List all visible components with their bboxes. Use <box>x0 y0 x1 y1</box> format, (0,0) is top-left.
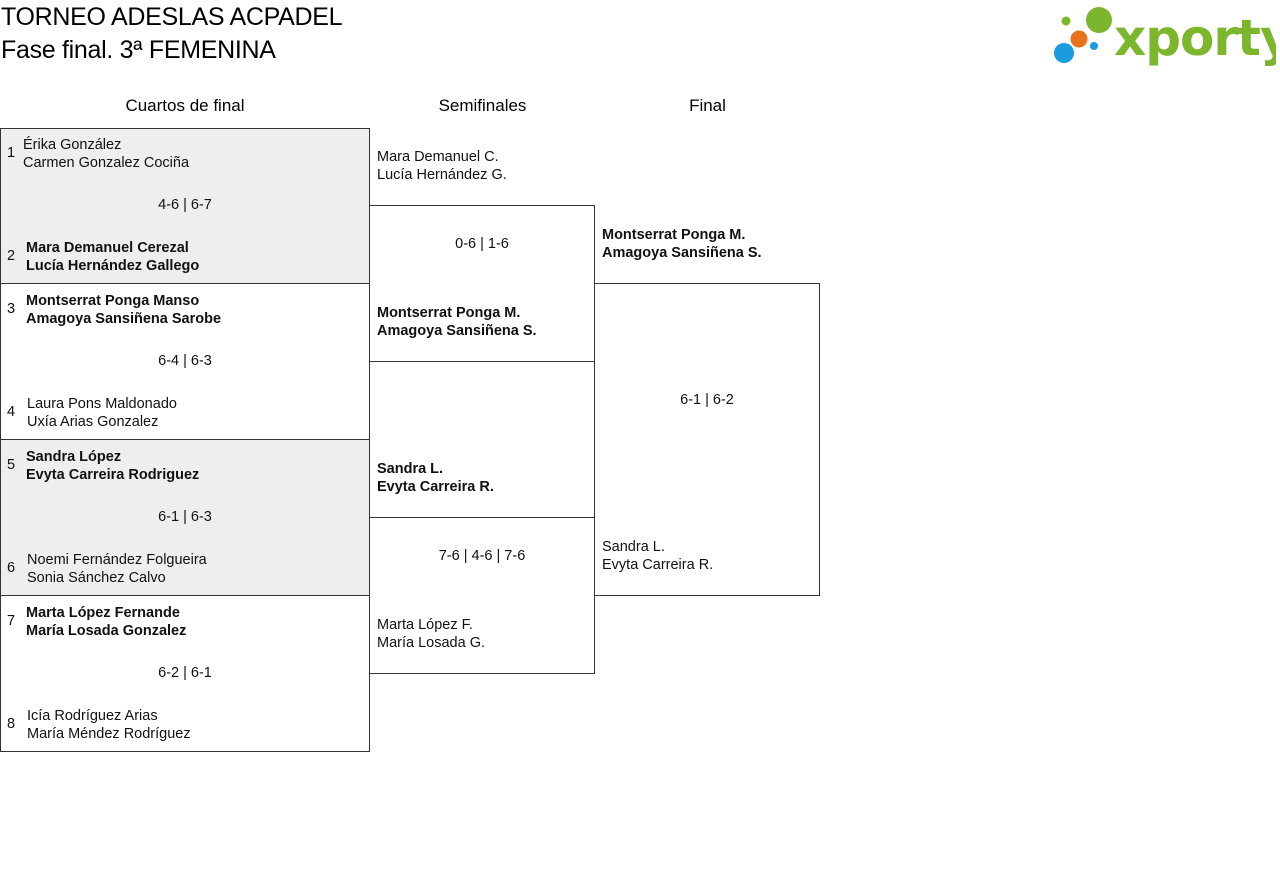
player-name: Laura Pons Maldonado <box>27 396 177 412</box>
logo-dot-green <box>1086 7 1112 33</box>
match-score: 6-4 | 6-3 <box>158 353 212 369</box>
match-score: 0-6 | 1-6 <box>455 236 509 252</box>
player-name: Lucía Hernández G. <box>377 167 507 183</box>
player-name: Noemi Fernández Folgueira <box>27 552 207 568</box>
seed-number: 2 <box>7 248 16 264</box>
round-header-final: Final <box>689 96 726 115</box>
player-name: María Méndez Rodríguez <box>27 726 191 742</box>
player-name-winner: María Losada Gonzalez <box>26 623 187 639</box>
match-score: 6-2 | 6-1 <box>158 665 212 681</box>
round-header-quarters: Cuartos de final <box>125 96 245 115</box>
player-name: Uxía Arias Gonzalez <box>27 414 159 430</box>
seed-number: 7 <box>7 613 16 629</box>
player-name-winner: Amagoya Sansiñena Sarobe <box>26 311 222 327</box>
player-name: María Losada G. <box>377 635 485 651</box>
player-name-winner: Evyta Carreira Rodriguez <box>26 467 200 483</box>
player-name: Mara Demanuel C. <box>377 149 499 165</box>
player-name-winner: Sandra L. <box>377 461 444 477</box>
match-score: 6-1 | 6-3 <box>158 509 212 525</box>
quarterfinal-1-box <box>0 128 370 284</box>
final-box <box>594 283 820 596</box>
player-name-winner: Mara Demanuel Cerezal <box>26 240 189 256</box>
player-name: Carmen Gonzalez Cociña <box>23 155 190 171</box>
player-name: Icía Rodríguez Arias <box>27 708 158 724</box>
player-name: Sandra L. <box>602 539 665 555</box>
player-name-winner: Amagoya Sansiñena S. <box>602 245 762 261</box>
logo-text: xporty <box>1114 9 1276 67</box>
xporty-logo: xporty <box>1054 7 1276 67</box>
phase-subtitle: Fase final. 3ª FEMENINA <box>1 36 276 64</box>
quarterfinal-3-box <box>0 439 370 596</box>
player-name-winner: Montserrat Ponga M. <box>377 305 521 321</box>
seed-number: 6 <box>7 560 16 576</box>
player-name-winner: Montserrat Ponga Manso <box>26 293 200 309</box>
player-name: Sonia Sánchez Calvo <box>27 570 166 586</box>
seed-number: 8 <box>7 716 16 732</box>
seed-number: 4 <box>7 404 16 420</box>
logo-dot-orange <box>1070 30 1088 48</box>
player-name-winner: Sandra López <box>26 449 122 465</box>
logo-dot-blue <box>1054 43 1074 63</box>
match-score: 4-6 | 6-7 <box>158 197 212 213</box>
seed-number: 1 <box>7 145 16 161</box>
tournament-title: TORNEO ADESLAS ACPADEL <box>1 3 343 31</box>
seed-number: 3 <box>7 301 16 317</box>
round-header-semis: Semifinales <box>438 96 527 115</box>
player-name-winner: Evyta Carreira R. <box>377 479 494 495</box>
player-name-winner: Montserrat Ponga M. <box>602 227 746 243</box>
player-name-winner: Marta López Fernande <box>26 605 180 621</box>
player-name: Evyta Carreira R. <box>602 557 714 573</box>
player-name: Marta López F. <box>377 617 473 633</box>
seed-number: 5 <box>7 457 16 473</box>
player-name: Érika González <box>23 137 122 153</box>
logo-dot-green-small <box>1061 16 1071 26</box>
match-score: 6-1 | 6-2 <box>680 392 734 408</box>
logo-dot-blue-small <box>1090 42 1098 50</box>
match-score: 7-6 | 4-6 | 7-6 <box>438 548 526 564</box>
player-name-winner: Amagoya Sansiñena S. <box>377 323 537 339</box>
player-name-winner: Lucía Hernández Gallego <box>26 258 200 274</box>
